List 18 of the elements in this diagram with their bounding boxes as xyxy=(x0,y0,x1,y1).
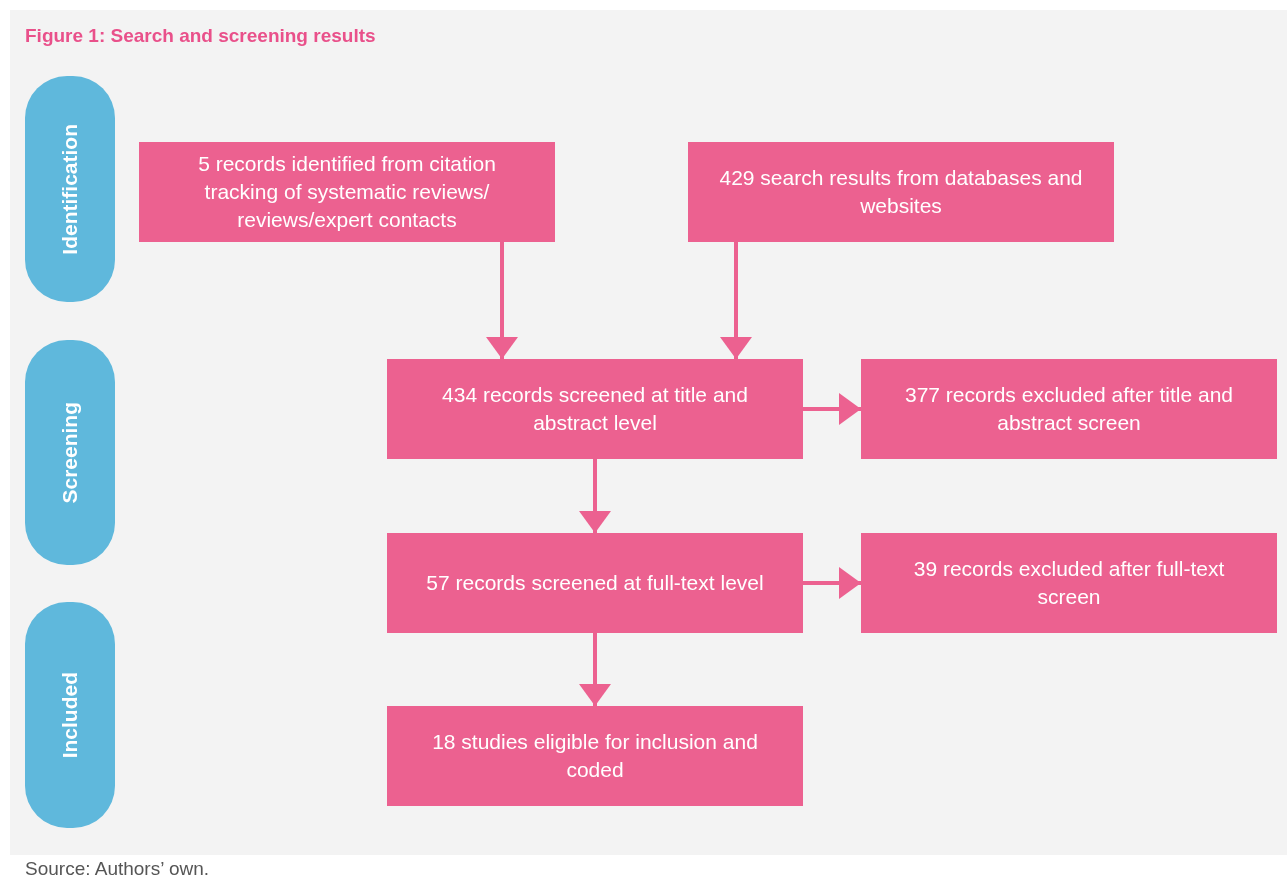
process-box: 5 records identified from citation tracking of systematic reviews/ reviews/expert contacts xyxy=(139,142,555,242)
figure-title: Figure 1: Search and screening results xyxy=(25,25,376,47)
phase-label: Included xyxy=(58,671,82,759)
arrow xyxy=(486,242,518,359)
process-box: 39 records excluded after full-text screen xyxy=(861,533,1277,633)
arrow xyxy=(720,242,752,359)
process-box: 377 records excluded after title and abstract screen xyxy=(861,359,1277,459)
arrow xyxy=(579,459,611,533)
process-box: 57 records screened at full-text level xyxy=(387,533,803,633)
process-box: 434 records screened at title and abstract level xyxy=(387,359,803,459)
arrow xyxy=(803,567,861,599)
phase-label: Identification xyxy=(58,123,82,255)
process-box: 429 search results from databases and websites xyxy=(688,142,1114,242)
phase-label: Screening xyxy=(58,401,82,504)
arrow xyxy=(579,633,611,706)
source-note: Source: Authors’ own. xyxy=(25,858,210,880)
process-box: 18 studies eligible for inclusion and coded xyxy=(387,706,803,806)
arrow xyxy=(803,393,861,425)
